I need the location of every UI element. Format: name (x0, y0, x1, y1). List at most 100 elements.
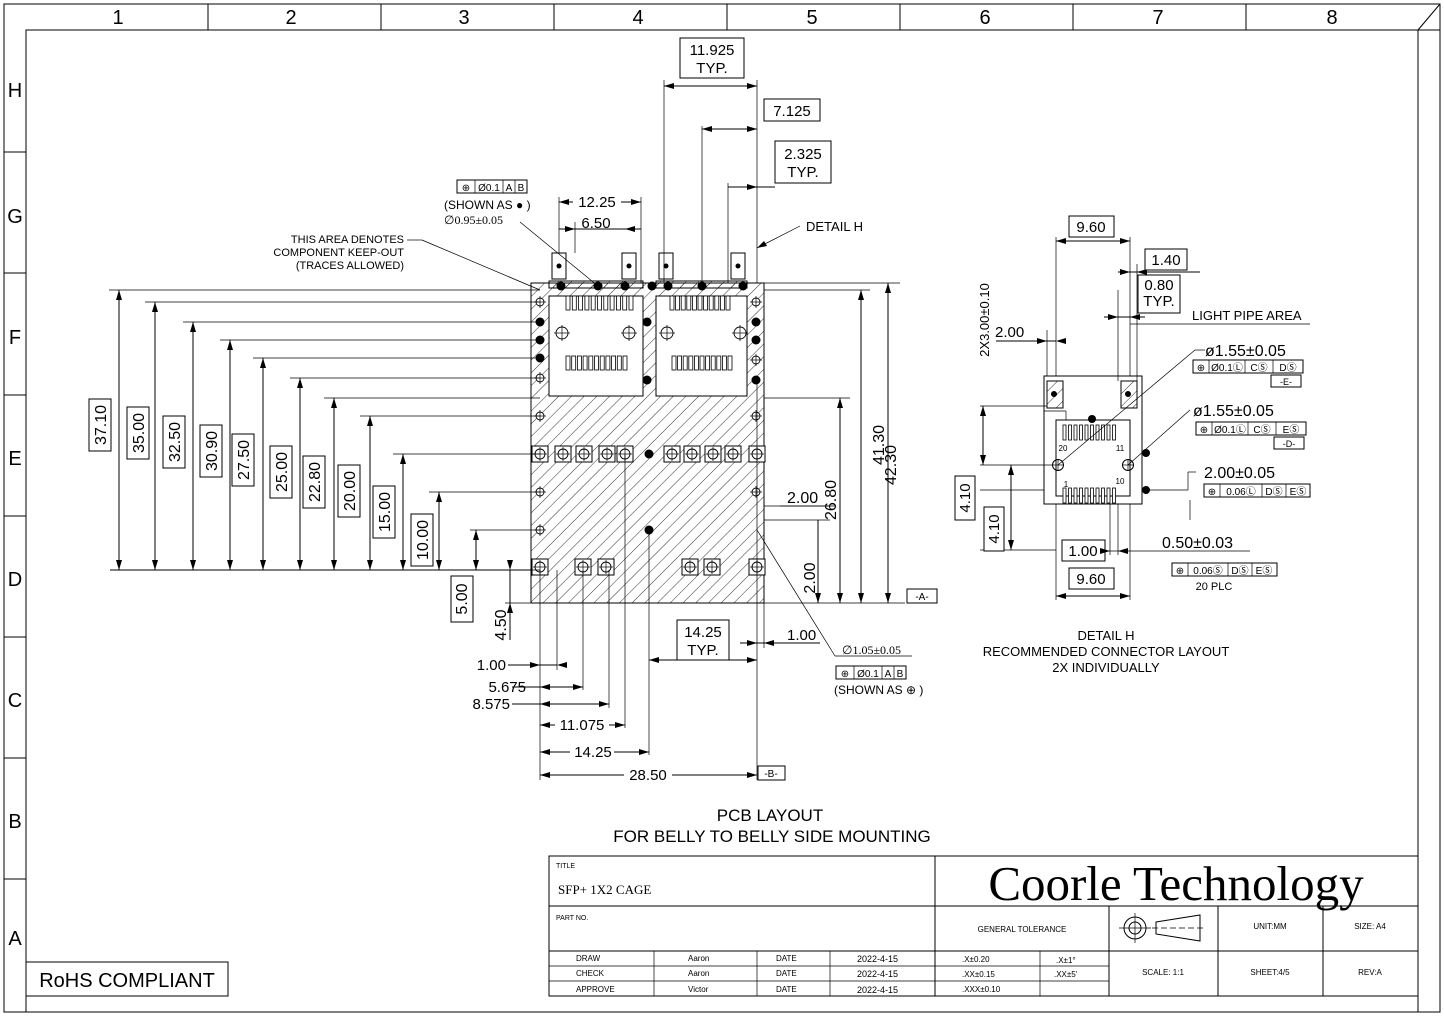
through-hole-target (732, 325, 748, 341)
callout-1-fcf-datum-d: DⓈ (1279, 362, 1296, 374)
dim-2-00-horizontal: 2.00 (787, 490, 818, 507)
connector-pin (727, 355, 733, 371)
callout-1-fcf-symbol: ⊕ (1197, 363, 1205, 374)
through-hole-target (750, 486, 762, 498)
pcb-layout-caption-line-1: PCB LAYOUT (717, 806, 823, 825)
detail-pin (1062, 424, 1067, 441)
left-dimension-value: 37.10 (93, 405, 110, 445)
shown-as-dot: (SHOWN AS ● ) (444, 198, 531, 212)
through-hole-target (750, 296, 762, 308)
pad-row-middle-hole (554, 445, 572, 463)
dim-11-925: 11.925 (690, 42, 735, 59)
datum-b: -B- (764, 769, 777, 780)
zone-col-7: 7 (1152, 7, 1163, 29)
left-dimension: 32.50 (162, 321, 540, 570)
pin-label-11: 11 (1116, 444, 1125, 453)
detail-pin (1101, 424, 1105, 441)
callout-1-dia: ø1.55±0.05 (1205, 343, 1286, 360)
callout-1-fcf-tolerance: Ø0.1Ⓛ (1211, 362, 1243, 374)
detail-pin (1112, 424, 1116, 441)
keepout-hatch-area (530, 280, 765, 604)
top-dimensions: 11.925 TYP. 7.125 2.325 TYP. DETAIL H 12… (558, 37, 863, 283)
through-hole-target (750, 410, 762, 422)
connector-pin (686, 295, 692, 311)
left-dimension: 20.00 (337, 415, 540, 570)
left-dimension-value: 32.50 (167, 422, 184, 462)
through-hole-target (685, 447, 699, 461)
connector-pin (675, 295, 680, 311)
detail-dim-9-60-bottom: 9.60 (1076, 571, 1105, 588)
row-draw-date-label: DATE (776, 954, 797, 963)
detail-pin (1090, 487, 1094, 504)
pins-fcf-tolerance: 0.06Ⓢ (1193, 565, 1222, 577)
fcf2-tolerance: Ø0.1 (857, 669, 879, 680)
dim-26-80: 26.80 (823, 480, 840, 520)
connector-pin (599, 355, 605, 371)
press-fit-holes (535, 281, 761, 535)
pin-label-10: 10 (1116, 477, 1125, 486)
row-check-date-label: DATE (776, 969, 797, 978)
connector-pin (722, 355, 727, 371)
left-dimension-value: 4.50 (493, 609, 510, 640)
connector-pin (725, 295, 731, 311)
row-check-date: 2022-4-15 (857, 969, 898, 979)
row-draw-tol1: .X±0.20 (962, 955, 990, 964)
zone-col-1: 1 (112, 7, 123, 29)
connector-pin (590, 295, 596, 311)
light-pipe-label: LIGHT PIPE AREA (1192, 308, 1302, 323)
through-hole-target (659, 325, 675, 341)
row-zone-markers: H G F E D C B A (4, 80, 26, 950)
detail-h-label: DETAIL H (806, 219, 863, 234)
connector-pin (616, 295, 621, 311)
callout-2-fcf-tolerance: Ø0.1Ⓛ (1214, 424, 1246, 436)
connector-pin (594, 355, 599, 371)
through-hole-target (556, 447, 570, 461)
detail-caption-line-3: 2X INDIVIDUALLY (1052, 660, 1160, 675)
detail-dim-1-00: 1.00 (1068, 543, 1097, 560)
fcf-datum-a: A (506, 183, 513, 194)
dim-28-50: 28.50 (629, 767, 667, 784)
detail-pin (1106, 424, 1111, 441)
dim-7-125: 7.125 (773, 103, 811, 120)
detail-pin (1101, 487, 1105, 504)
dim-5-675: 5.675 (488, 679, 526, 696)
dim-2-325: 2.325 (784, 146, 822, 163)
through-hole-target (621, 325, 637, 341)
column-zone-markers: 1 2 3 4 5 6 7 8 (112, 4, 1338, 30)
hole-callout-top: ⊕ Ø0.1 A B (SHOWN AS ● ) ∅0.95±0.05 (444, 179, 599, 287)
left-dimension: 15.00 (372, 453, 540, 570)
connector-pin (609, 295, 615, 311)
connector-pin (708, 295, 714, 311)
connector-pin (565, 295, 571, 311)
left-dimension: 30.90 (199, 339, 540, 570)
bottom-horizontal-dimensions: 1.00 5.675 8.575 11.075 14.25 28.50 -B- (472, 380, 923, 784)
left-dimension: 25.00 (269, 377, 540, 570)
detail-pin (1062, 487, 1067, 504)
pad-row-bottom-hole (597, 558, 615, 576)
connector-pin (682, 355, 688, 371)
through-hole-target (726, 447, 740, 461)
through-hole-target (599, 560, 613, 574)
pins-note-20-plc: 20 PLC (1196, 581, 1233, 593)
detail-caption-line-2: RECOMMENDED CONNECTOR LAYOUT (983, 644, 1230, 659)
zone-row-g: G (7, 206, 23, 228)
title-block: TITLE SFP+ 1X2 CAGE Coorle Technology PA… (548, 855, 1419, 997)
keepout-note-line-1: THIS AREA DENOTES (291, 234, 404, 246)
pad-row-middle (531, 445, 766, 463)
left-dimension-value: 30.90 (204, 431, 221, 471)
fcf-position-symbol: ⊕ (462, 183, 470, 194)
unit-label: UNIT:MM (1253, 922, 1287, 931)
hole-diameter-0-95: ∅0.95±0.05 (444, 213, 503, 227)
detail-h-view: 20 11 1 10 9.60 1.40 0.80 TYP. LIGHT PIP… (954, 215, 1311, 675)
connector-pin (622, 355, 628, 371)
zone-col-4: 4 (632, 7, 643, 29)
revision-label: REV:A (1358, 968, 1382, 977)
detail-dim-2x3-00: 2X3.00±0.10 (977, 283, 992, 357)
pad-row-middle-hole (575, 445, 593, 463)
sheet-label: SHEET:4/5 (1250, 968, 1290, 977)
detail-pin (1073, 487, 1078, 504)
through-hole-target (554, 325, 570, 341)
dim-2-00-vertical: 2.00 (802, 562, 819, 593)
datum-d: -D- (1283, 439, 1296, 449)
connector-pin (565, 355, 571, 371)
